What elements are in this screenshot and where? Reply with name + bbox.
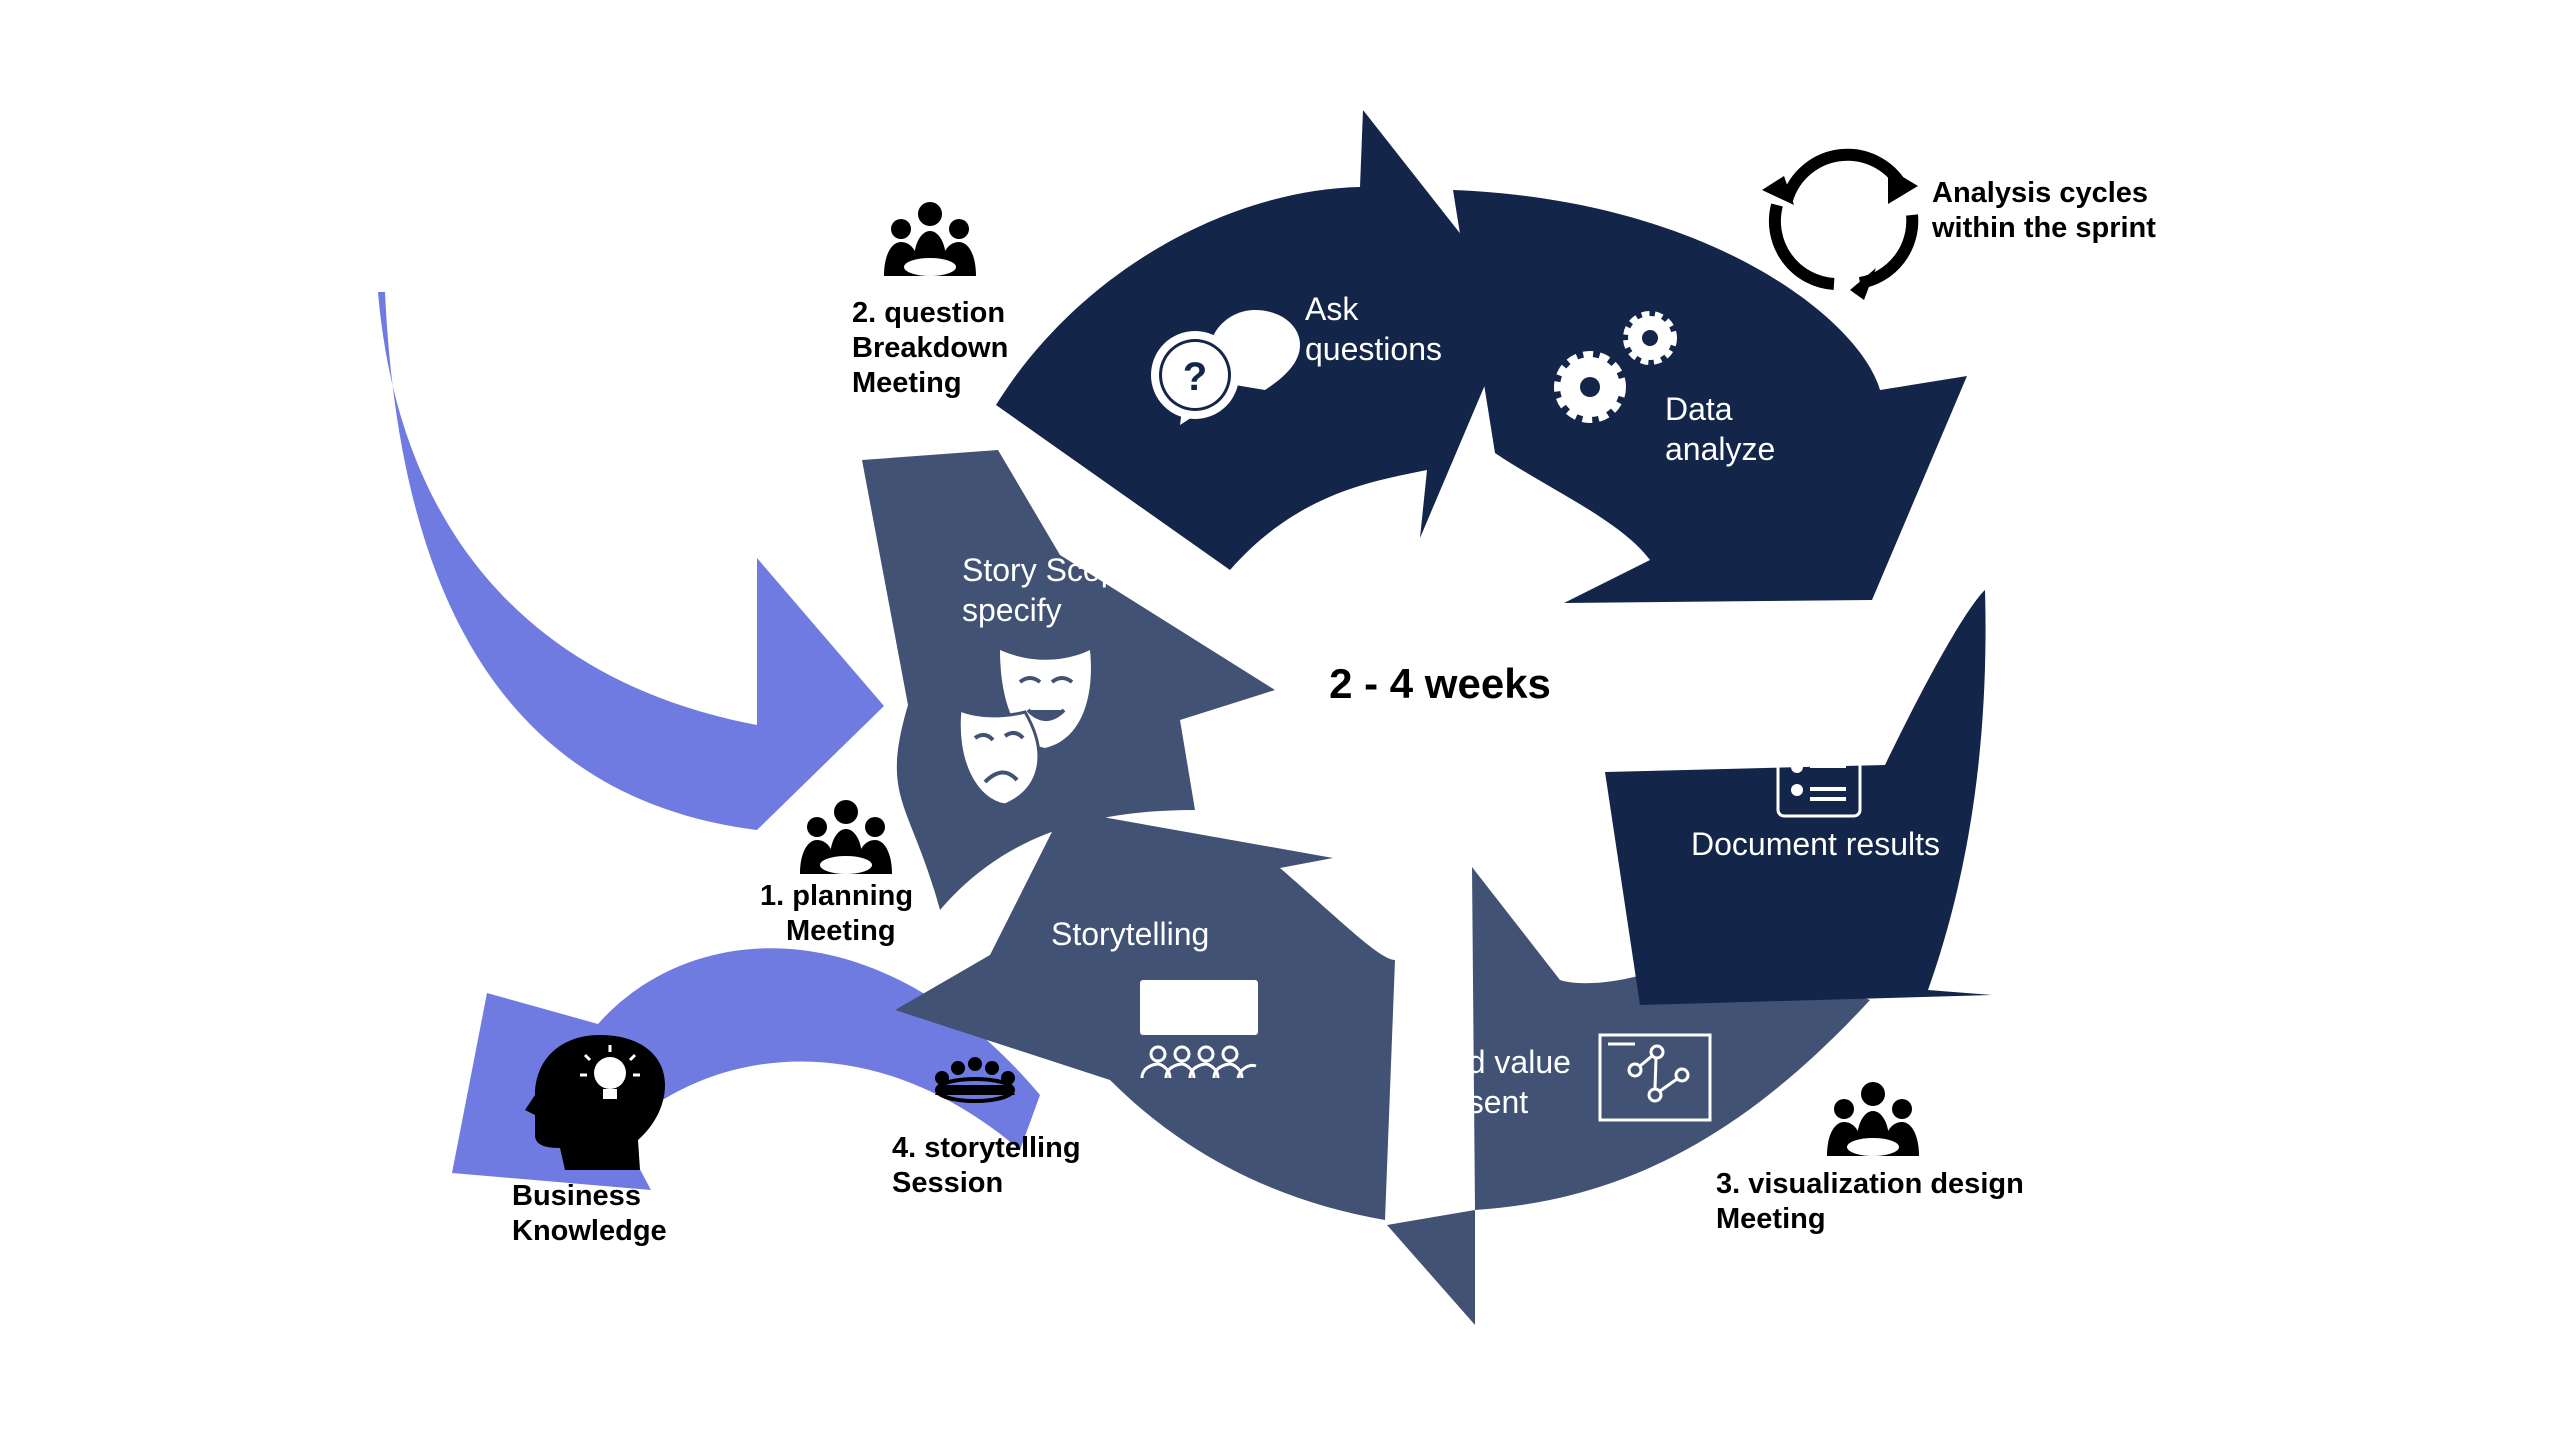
head-lightbulb-icon [525,1035,665,1170]
added-value-label-line2: represent [1393,1084,1528,1120]
storytelling-session-label-line1: 4. storytelling [892,1132,1081,1164]
story-scope-label-line2: specify [962,592,1062,628]
question-breakdown-meeting-icon [884,202,976,276]
diagram-board-icon [1598,1033,1712,1122]
storytelling-label: Storytelling [1051,916,1209,952]
business-knowledge-label-line2: Knowledge [512,1215,667,1247]
visualization-label-line1: 3. visualization design [1716,1168,2024,1200]
segment-data [1453,190,1967,603]
analysis-cycles-label-line1: Analysis cycles [1932,177,2148,209]
cycle-arrows-icon [1762,148,1919,300]
story-scope-label-line1: Story Scope [962,552,1136,588]
storytelling-session-label-line2: Session [892,1167,1003,1199]
segment-document [1605,590,1992,1005]
data-label-line1: Data [1665,391,1733,427]
audience-screen-icon [1140,980,1258,1079]
question-breakdown-label-line2: Breakdown [852,332,1008,364]
question-breakdown-label-line3: Meeting [852,367,962,399]
svg-text:?: ? [1183,355,1207,399]
ask-label-line2: questions [1305,331,1442,367]
theater-masks-icon [957,650,1091,807]
document-label: Document results [1691,826,1940,862]
visualization-label-line2: Meeting [1716,1203,1826,1235]
data-label-line2: analyze [1665,431,1775,467]
business-inflow-arrow [378,292,884,830]
added-value-label-line1: Added value [1393,1044,1571,1080]
planning-meeting-icon [800,800,892,874]
planning-label-line1: 1. planning [760,880,913,912]
question-breakdown-label-line1: 2. question [852,297,1005,329]
business-knowledge-label-line1: Business [512,1180,641,1212]
analysis-cycles-label-line2: within the sprint [1931,212,2156,244]
gears-icon [1554,311,1677,423]
planning-label-line2: Meeting [786,915,896,947]
cycle-duration-label: 2 - 4 weeks [1329,660,1551,707]
ask-label-line1: Ask [1305,291,1359,327]
report-icon [1776,702,1862,818]
question-bubbles-icon: ? [1151,310,1300,425]
audience-icon [935,1057,1015,1103]
visualization-meeting-icon [1827,1082,1919,1156]
